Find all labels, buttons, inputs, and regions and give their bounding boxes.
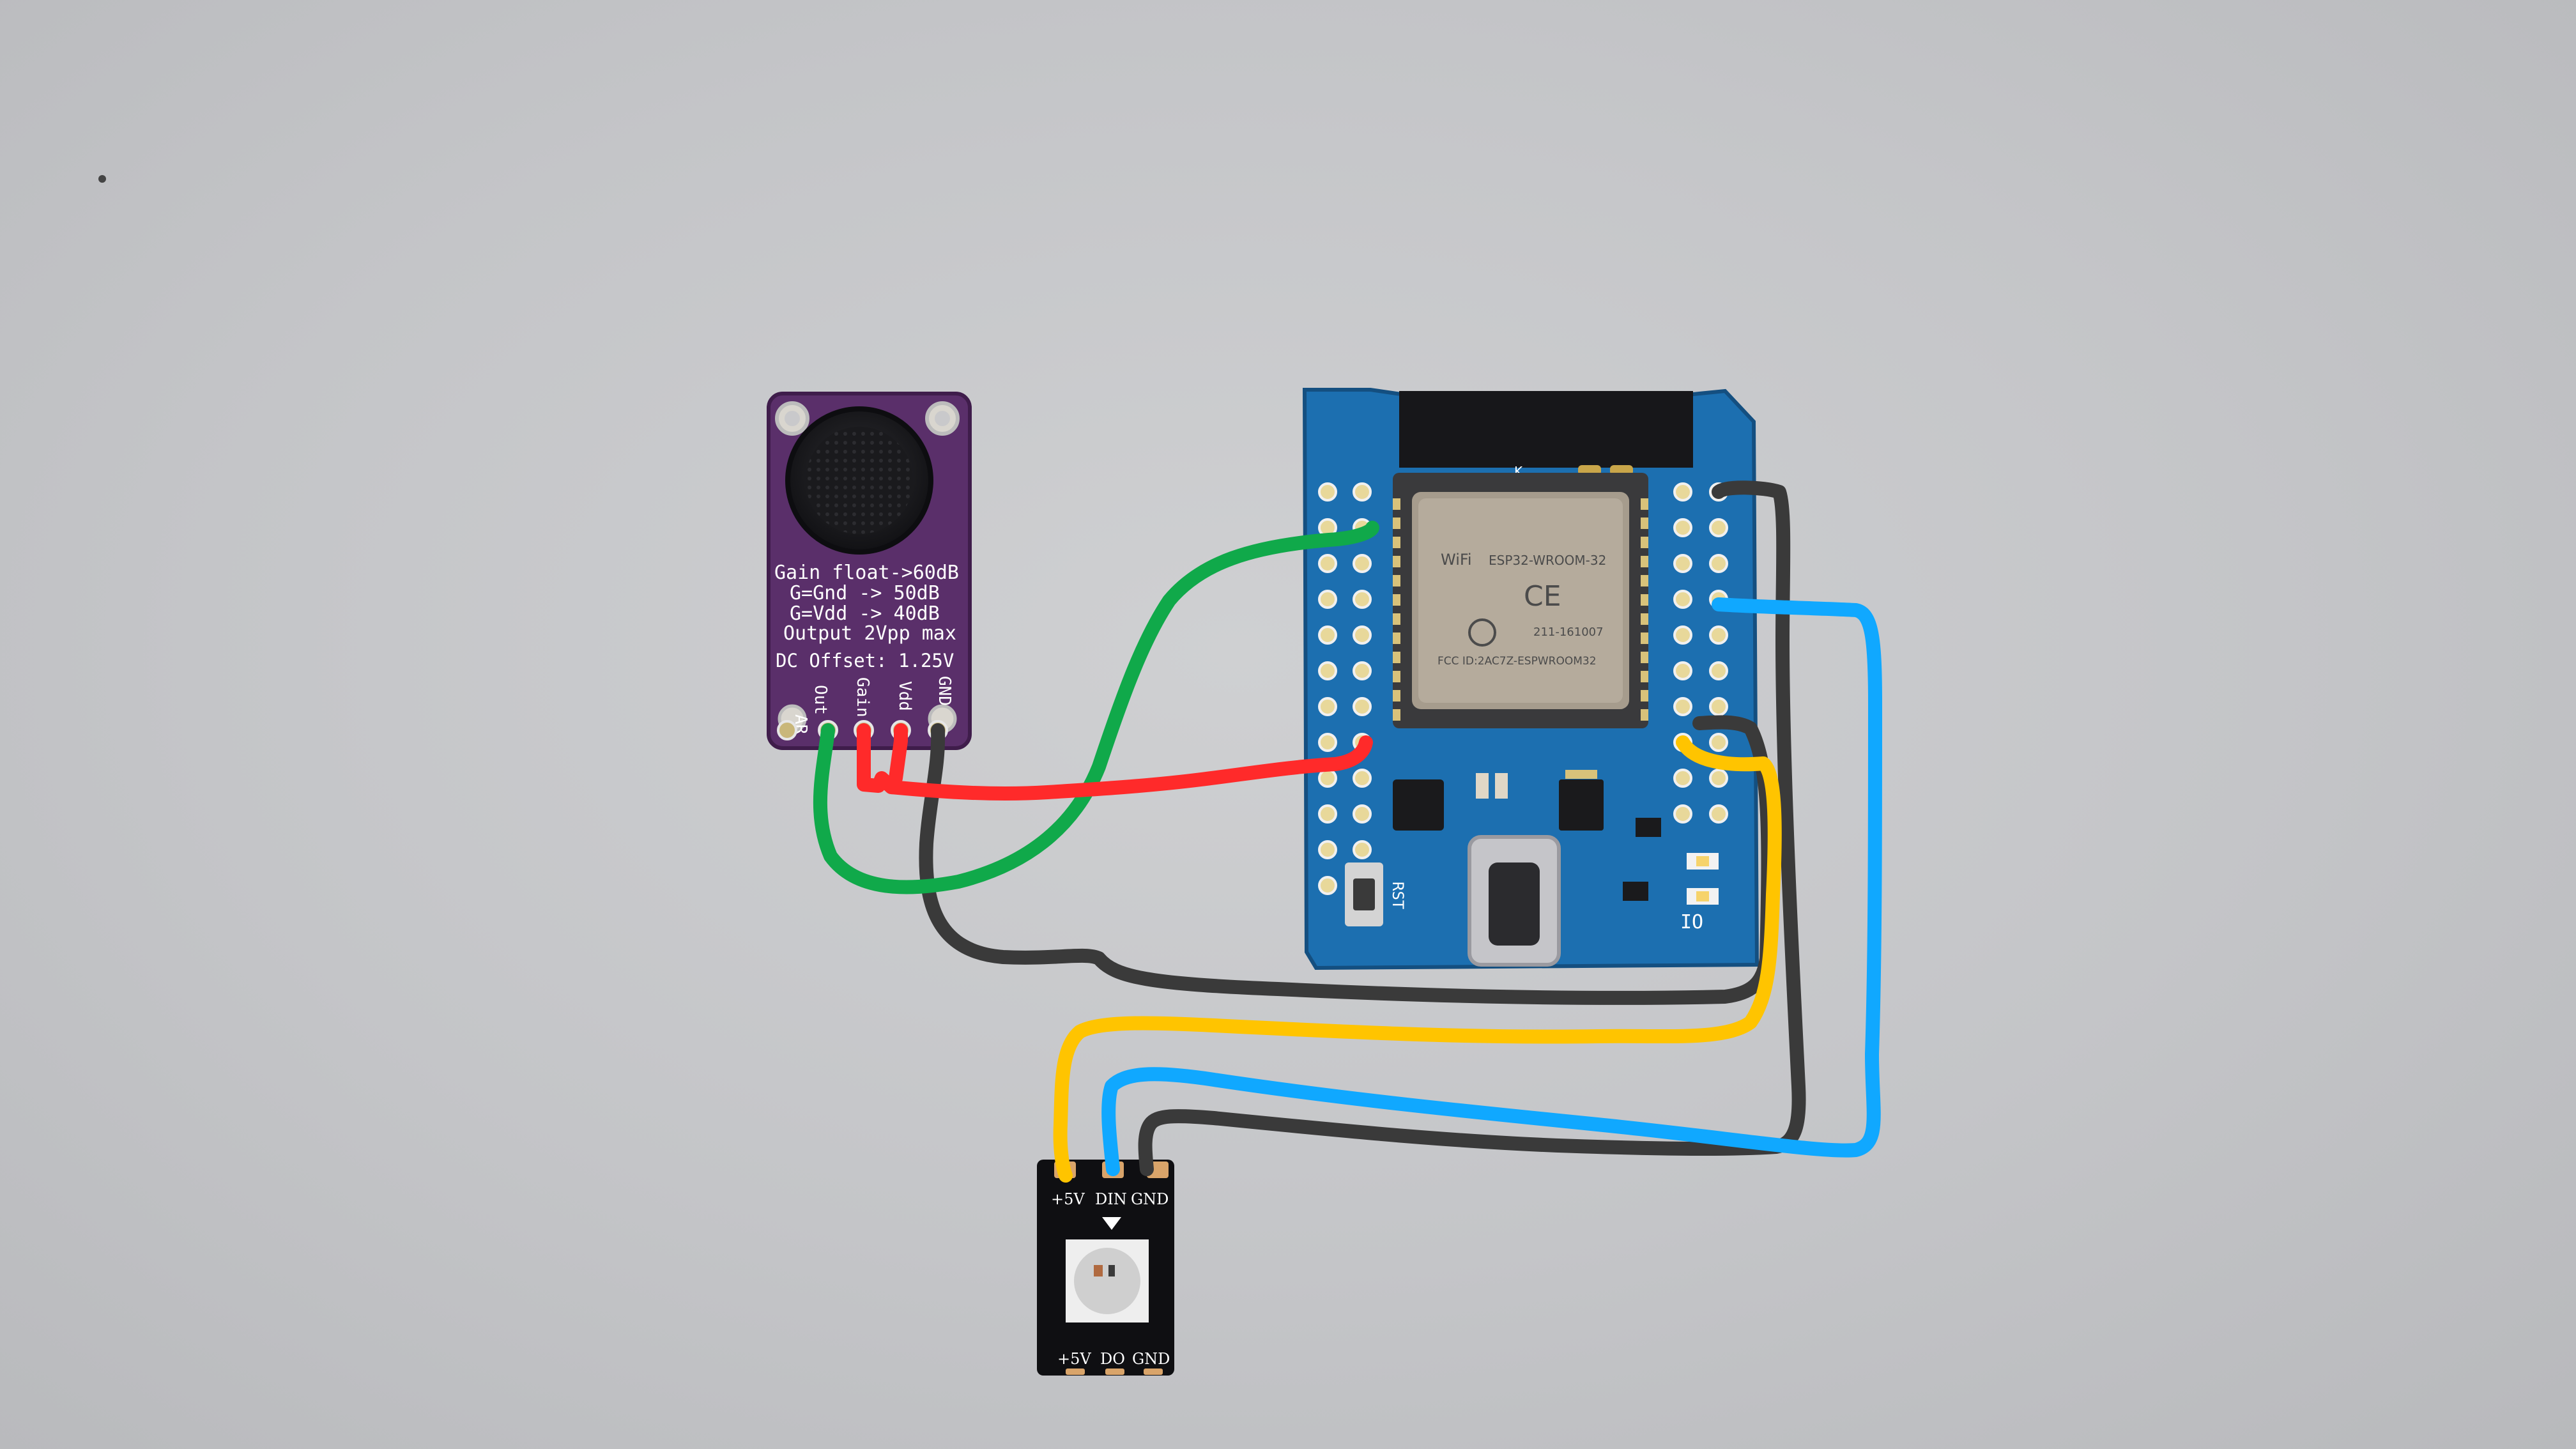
corner-label: IO	[1680, 911, 1703, 933]
certification-mark-icon	[1468, 618, 1496, 647]
gain-line-2: G=Gnd -> 50dB	[790, 582, 940, 604]
yellow-wire-led-5v	[1053, 735, 1782, 1183]
usb-serial-chip	[1393, 779, 1444, 831]
regulator-chip	[1559, 779, 1604, 831]
led-pin-bottom-do: DO	[1100, 1350, 1125, 1368]
module-model: ESP32-WROOM-32	[1489, 553, 1606, 568]
gain-line-3: G=Vdd -> 40dB	[790, 602, 940, 625]
module-logo: WiFi	[1441, 551, 1472, 569]
red-wire-mic-vdd	[857, 723, 1373, 801]
reset-label: RST	[1389, 882, 1407, 909]
led-pin-top-5v: +5V	[1051, 1190, 1085, 1208]
arrow-down-icon	[1102, 1217, 1121, 1230]
led-pin-top-gnd: GND	[1131, 1190, 1169, 1208]
dc-offset-line: DC Offset: 1.25V	[776, 650, 954, 671]
esp32-board: K WiFi ESP32-WROOM-32 CE 211-161007 FCC …	[1302, 388, 1759, 970]
led-pad	[1105, 1368, 1124, 1375]
pin-pad	[777, 720, 797, 740]
microphone-module: Gain float->60dB G=Gnd -> 50dB G=Vdd -> …	[767, 392, 972, 750]
pin-label-gain: Gain	[853, 677, 872, 717]
ce-mark: CE	[1524, 580, 1561, 613]
wall-speck	[98, 175, 106, 183]
led-pad	[1144, 1368, 1163, 1375]
gain-line-1: Gain float->60dB	[774, 562, 959, 584]
wires	[813, 480, 1882, 1183]
blue-wire-led-din	[1101, 597, 1882, 1176]
module-id: 211-161007	[1533, 625, 1604, 639]
module-castellations	[1393, 498, 1648, 721]
led-pad	[1066, 1368, 1085, 1375]
led-pin-bottom-5v: +5V	[1057, 1350, 1091, 1368]
led-pin-bottom-gnd: GND	[1132, 1350, 1170, 1368]
pin-label-vdd: Vdd	[895, 681, 914, 711]
output-line: Output 2Vpp max	[783, 622, 956, 645]
pin-label-out: Out	[811, 685, 830, 715]
pin-label-gnd: GND	[935, 676, 954, 706]
black-wire-mic-gnd	[919, 715, 1775, 1005]
led-pin-top-din: DIN	[1095, 1190, 1127, 1208]
fcc-line: FCC ID:2AC7Z-ESPWROOM32	[1438, 655, 1597, 668]
led-module: +5V DIN GND +5V DO GND	[1037, 1160, 1174, 1376]
antenna-area	[1399, 391, 1693, 468]
